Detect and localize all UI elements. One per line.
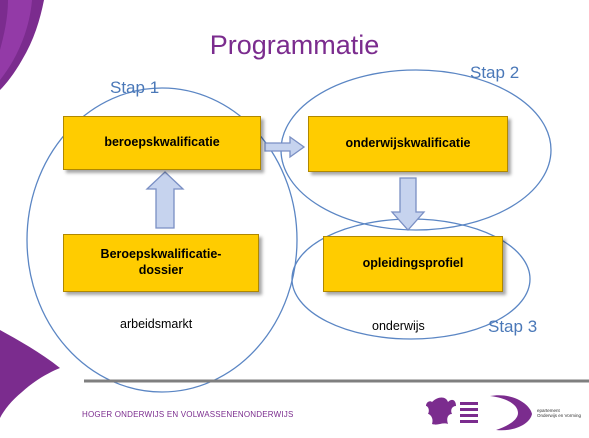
purple-swoosh-curve bbox=[0, 0, 32, 80]
flemish-lion-icon bbox=[426, 397, 456, 425]
opleidingsprofiel-box: opleidingsprofiel bbox=[323, 236, 503, 292]
arrow-right bbox=[264, 135, 306, 159]
stap3-label: Stap 3 bbox=[488, 317, 538, 336]
onderwijskwalificatie-box: onderwijskwalificatie bbox=[308, 116, 508, 172]
purple-swoosh-bottom bbox=[0, 330, 60, 418]
onderwijs-label: onderwijs bbox=[372, 319, 425, 333]
arrow-down bbox=[390, 177, 426, 231]
stap2-label: Stap 2 bbox=[470, 63, 520, 82]
beroepskwalificatie-box: beroepskwalificatie bbox=[63, 116, 261, 170]
logo-bars-icon bbox=[460, 402, 478, 423]
beroepskwalificatie-dossier-box: Beroepskwalificatie- dossier bbox=[63, 234, 259, 292]
arbeidsmarkt-label: arbeidsmarkt bbox=[120, 317, 193, 331]
logo-swoosh-icon bbox=[490, 395, 532, 431]
stap1-label: Stap 1 bbox=[110, 78, 160, 97]
arrow-up bbox=[145, 171, 185, 229]
footer-text: HOGER ONDERWIJS EN VOLWASSENENONDERWIJS bbox=[82, 410, 294, 419]
stap1-ellipse bbox=[26, 87, 298, 393]
footer-logo-text: epartement Onderwijs en Vorming bbox=[537, 408, 582, 418]
page-title: Programmatie bbox=[209, 30, 380, 60]
